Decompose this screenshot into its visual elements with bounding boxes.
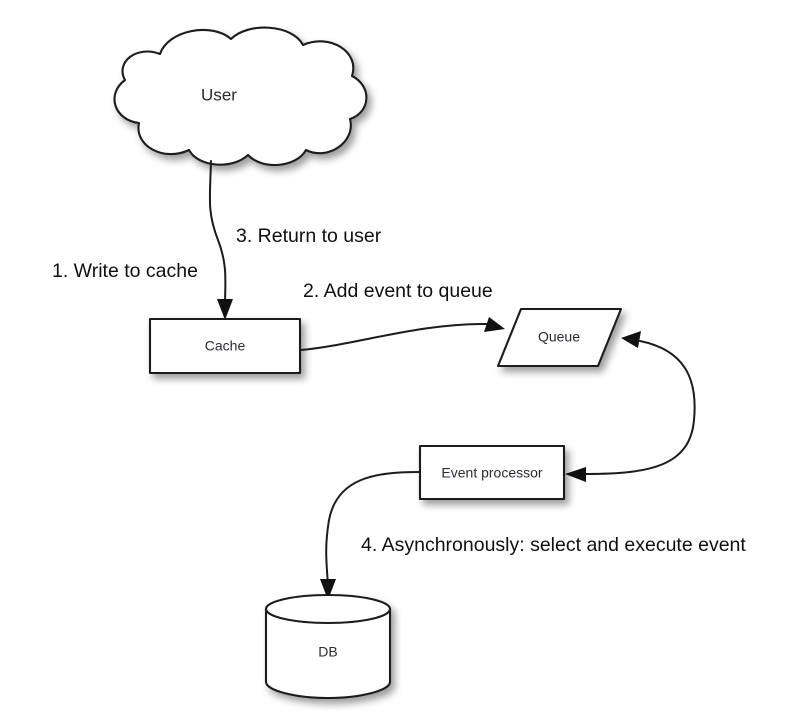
edge-processor-queue-line [585, 340, 696, 475]
edge-user-to-cache [208, 160, 233, 320]
edge-label-return-to-user: 3. Return to user [236, 225, 382, 247]
edge-label-add-event-to-queue: 2. Add event to queue [303, 280, 493, 302]
node-queue[interactable]: Queue [496, 307, 623, 368]
node-label-event-processor: Event processor [441, 465, 542, 481]
edge-cache-to-queue [300, 317, 505, 351]
node-label-cache: Cache [205, 338, 246, 354]
edge-processor-db-line [325, 471, 420, 587]
edge-label-write-to-cache: 1. Write to cache [52, 260, 198, 282]
edge-processor-queue-arrowhead-processor [565, 467, 586, 482]
edge-user-cache-arrowhead [217, 299, 233, 320]
edge-processor-db-arrowhead [320, 579, 336, 600]
node-label-db: DB [318, 644, 337, 660]
edge-user-cache-line [208, 160, 227, 307]
node-db[interactable]: DB [264, 593, 392, 700]
edge-label-asynchronously: 4. Asynchronously: select and execute ev… [361, 534, 746, 556]
edge-cache-queue-line [300, 322, 488, 351]
node-user[interactable]: User [113, 26, 368, 167]
node-event-processor[interactable]: Event processor [418, 444, 566, 501]
edge-processor-to-db [320, 471, 420, 600]
node-cache[interactable]: Cache [148, 317, 302, 375]
edge-processor-queue-arrowhead-queue [621, 331, 641, 348]
node-label-queue: Queue [538, 329, 580, 345]
node-label-user: User [201, 85, 237, 104]
edge-processor-to-queue [565, 331, 696, 482]
edge-cache-queue-arrowhead [484, 317, 505, 332]
